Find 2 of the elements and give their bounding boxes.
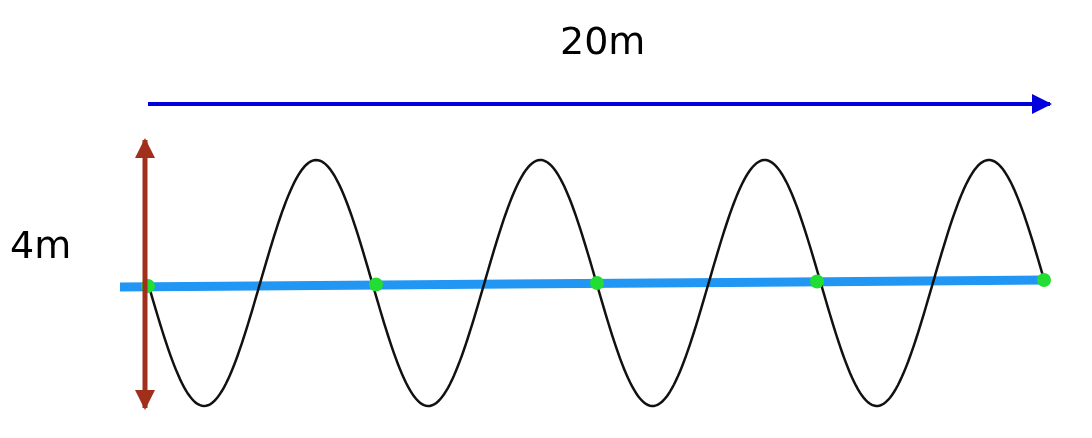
dimension-label: 20m xyxy=(560,22,646,60)
dimension-label: 4m xyxy=(10,226,72,264)
